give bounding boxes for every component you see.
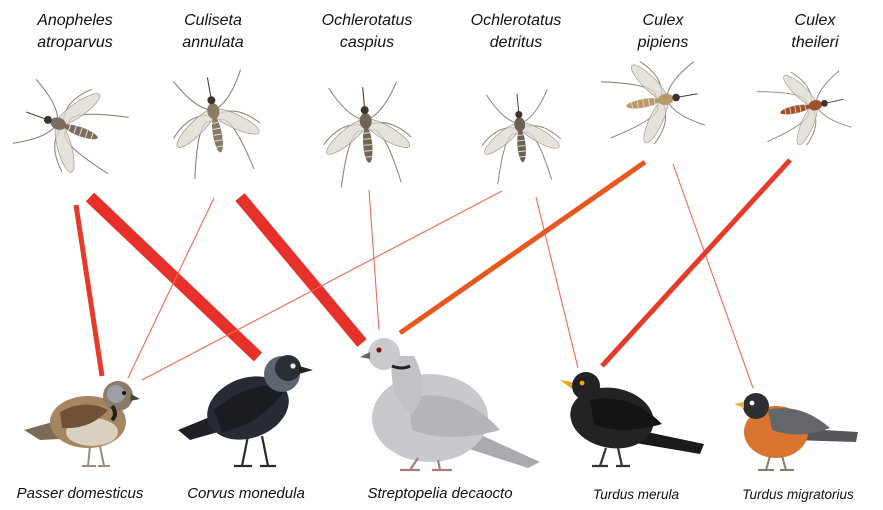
mosquito-genus: Culiseta (182, 10, 243, 32)
dove-icon (360, 338, 540, 470)
mosquito-layer (9, 51, 853, 189)
bird-label-corvus-monedula: Corvus monedula (187, 483, 305, 505)
mosquito-label-anopheles-atroparvus: Anopheles atroparvus (37, 10, 113, 54)
mosquito-icon (317, 81, 416, 189)
link-ano-cm (90, 197, 258, 357)
link-cxp-sd (400, 162, 645, 333)
link-ano-pd (76, 205, 102, 376)
mosquito-genus: Anopheles (37, 10, 113, 32)
jackdaw-icon (178, 355, 313, 466)
link-och2-pd (142, 191, 502, 380)
mosquito-icon (754, 61, 853, 154)
mosquito-genus: Ochlerotatus (322, 10, 413, 32)
bird-layer (24, 338, 858, 470)
link-cxt-tm (602, 160, 790, 366)
links-layer (76, 160, 790, 388)
bird-label-turdus-migratorius: Turdus migratorius (742, 484, 854, 506)
mosquito-icon (9, 69, 134, 188)
mosquito-icon (476, 89, 565, 186)
mosquito-icon (162, 68, 269, 182)
mosquito-genus: Ochlerotatus (471, 10, 562, 32)
mosquito-species: theileri (791, 32, 838, 54)
mosquito-label-culiseta-annulata: Culiseta annulata (182, 10, 243, 54)
mosquito-label-ochlerotatus-detritus: Ochlerotatus detritus (471, 10, 562, 54)
bird-label-streptopelia-decaocto: Streptopelia decaocto (367, 483, 512, 505)
link-cul-pd (128, 198, 214, 378)
mosquito-genus: Culex (638, 10, 689, 32)
link-cul-sd (240, 197, 362, 343)
mosquito-species: detritus (471, 32, 562, 54)
mosquito-species: atroparvus (37, 32, 113, 54)
mosquito-label-culex-theileri: Culex theileri (791, 10, 838, 54)
bird-label-passer-domesticus: Passer domesticus (17, 483, 144, 505)
bird-label-turdus-merula: Turdus merula (593, 484, 679, 506)
sparrow-icon (24, 381, 140, 466)
mosquito-label-ochlerotatus-caspius: Ochlerotatus caspius (322, 10, 413, 54)
mosquito-species: caspius (322, 32, 413, 54)
mosquito-species: pipiens (638, 32, 689, 54)
mosquito-genus: Culex (791, 10, 838, 32)
mosquito-species: annulata (182, 32, 243, 54)
robin-icon (734, 393, 858, 470)
mosquito-icon (598, 51, 707, 152)
blackbird-icon (560, 372, 704, 466)
mosquito-label-culex-pipiens: Culex pipiens (638, 10, 689, 54)
